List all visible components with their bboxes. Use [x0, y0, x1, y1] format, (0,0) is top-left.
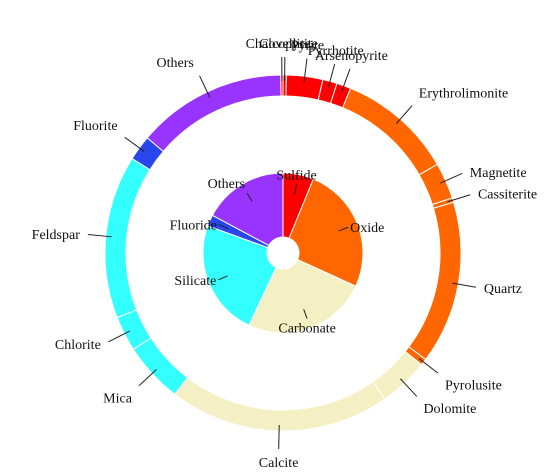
- outer-leader-chlorite: [108, 330, 130, 343]
- outer-label-fluorite: Fluorite: [73, 119, 117, 134]
- inner-slice-others: [211, 172, 284, 247]
- outer-leader-pyrolusite: [418, 358, 439, 374]
- outer-label-pyrite: Pyrite: [291, 38, 324, 53]
- leader-lines: [87, 57, 477, 449]
- inner-label-sulfide: Sulfide: [276, 168, 316, 183]
- outer-label-calcite: Calcite: [259, 456, 299, 471]
- outer-slice-others: [146, 74, 282, 153]
- outer-leader-arsenopyrite: [341, 68, 351, 92]
- outer-leader-feldspar: [87, 234, 112, 238]
- outer-label-magnetite: Magnetite: [470, 166, 527, 181]
- outer-label-covellite: Covellite: [259, 37, 310, 52]
- inner-leader-silicate: [218, 275, 228, 281]
- outer-leader-erythrolimonite: [395, 105, 413, 124]
- inner-label-carbonate: Carbonate: [278, 322, 336, 337]
- outer-label-chlorite: Chlorite: [55, 338, 101, 353]
- outer-slice-calcite: [174, 376, 386, 432]
- outer-leader-quartz: [452, 282, 477, 288]
- outer-label-pyrolusite: Pyrolusite: [445, 379, 502, 394]
- outer-leader-magnetite: [440, 173, 463, 184]
- outer-slice-quartz: [408, 201, 462, 361]
- inner-leader-sulfide: [294, 184, 298, 195]
- inner-slice-carbonate: [248, 258, 357, 334]
- inner-label-silicate: Silicate: [174, 274, 216, 289]
- outer-leader-dolomite: [399, 378, 418, 397]
- outer-leader-pyrite: [303, 58, 308, 83]
- inner-label-oxide: Oxide: [350, 221, 384, 236]
- outer-leader-calcite: [278, 424, 280, 449]
- inner-slice-silicate: [202, 225, 277, 327]
- inner-leader-others: [246, 192, 253, 202]
- outer-label-mica: Mica: [103, 392, 133, 407]
- outer-label-arsenopyrite: Arsenopyrite: [315, 49, 388, 64]
- outer-label-quartz: Quartz: [484, 282, 522, 297]
- inner-leader-oxide: [338, 226, 349, 232]
- outer-leader-cassiterite: [447, 194, 471, 203]
- inner-label-others: Others: [208, 177, 245, 192]
- inner-label-fluoride: Fluoride: [170, 219, 217, 234]
- outer-leader-mica: [138, 369, 157, 387]
- outer-slice-mica: [132, 337, 189, 396]
- inner-slice-oxide: [288, 178, 364, 287]
- inner-leader-fluoride: [218, 224, 229, 230]
- outer-label-others: Others: [157, 56, 194, 71]
- outer-label-erythrolimonite: Erythrolimonite: [419, 87, 508, 102]
- inner-ring: [202, 172, 364, 334]
- outer-label-cassiterite: Cassiterite: [478, 188, 537, 203]
- outer-leader-others: [199, 75, 211, 98]
- outer-leader-fluorite: [124, 136, 145, 152]
- outer-label-chalcopyrite: Chalcopyrite: [246, 37, 318, 52]
- outer-label-feldspar: Feldspar: [32, 228, 81, 243]
- inner-leader-carbonate: [303, 309, 308, 319]
- outer-ring: [104, 74, 462, 432]
- outer-label-dolomite: Dolomite: [423, 402, 476, 417]
- outer-label-pyrrhotite: Pyrrhotite: [308, 44, 364, 59]
- outer-leader-pyrrhotite: [327, 63, 336, 88]
- outer-slice-feldspar: [104, 157, 151, 319]
